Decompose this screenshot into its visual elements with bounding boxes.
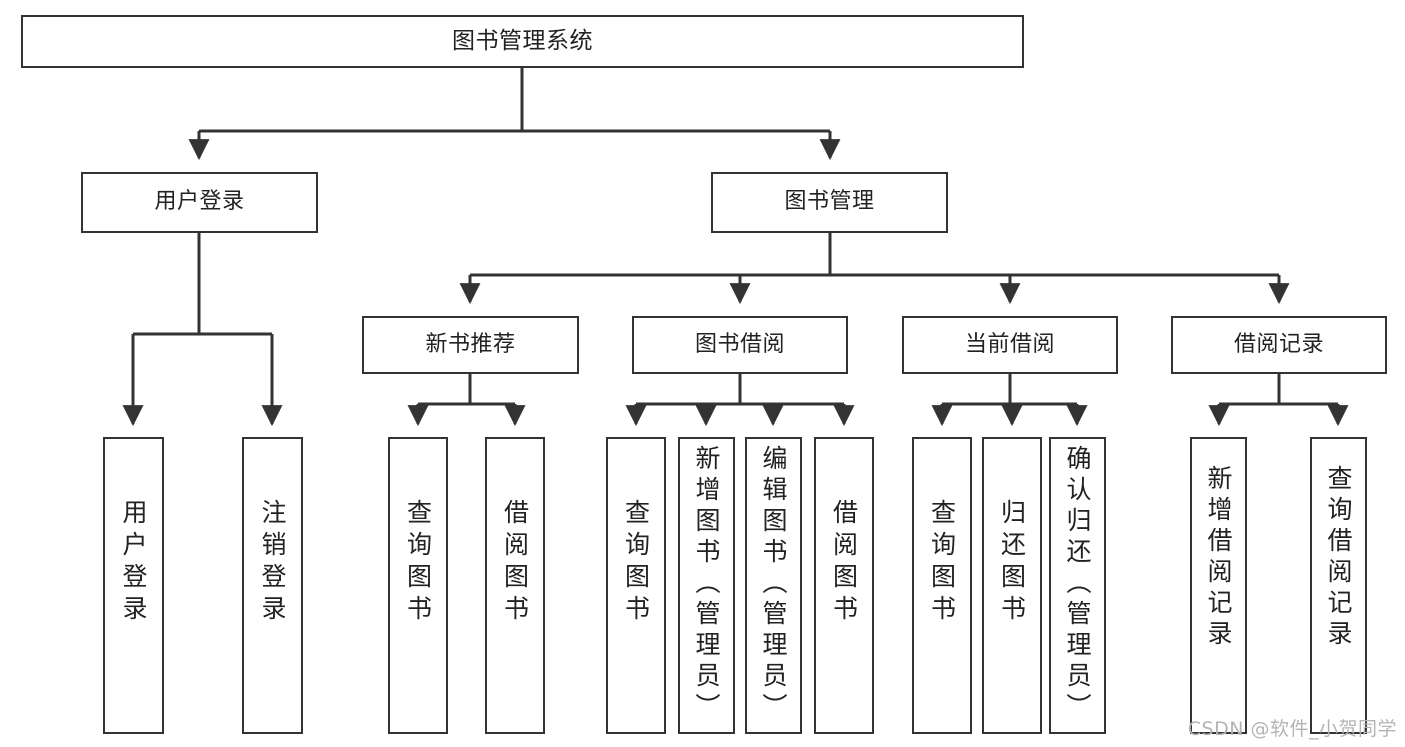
node-label: 查询图书 (403, 499, 433, 627)
node-leaf-borrow-book[interactable]: 借阅图书 (814, 437, 874, 734)
node-label: 查询图书 (927, 499, 957, 627)
node-leaf-add-borrow-record[interactable]: 新增借阅记录 (1190, 437, 1247, 734)
node-label: 图书管理 (784, 189, 875, 215)
node-leaf-edit-book[interactable]: 编辑图书（管理员） (745, 437, 802, 734)
node-label: 用户登录 (119, 499, 148, 627)
node-label: 借阅图书 (829, 499, 859, 627)
node-label: 新增图书（管理员） (692, 445, 721, 724)
node-leaf-return-book[interactable]: 归还图书 (982, 437, 1042, 734)
node-label: 当前借阅 (964, 331, 1055, 357)
node-label: 用户登录 (154, 189, 245, 215)
node-label: 查询图书 (621, 499, 651, 627)
node-leaf-logout[interactable]: 注销登录 (242, 437, 303, 734)
node-leaf-add-book[interactable]: 新增图书（管理员） (678, 437, 735, 734)
node-label: 注销登录 (258, 499, 287, 627)
node-user-login[interactable]: 用户登录 (81, 172, 318, 233)
node-leaf-query-book-recommend[interactable]: 查询图书 (388, 437, 448, 734)
node-label: 归还图书 (997, 499, 1027, 627)
node-new-book-recommend[interactable]: 新书推荐 (362, 316, 579, 374)
node-label: 新增借阅记录 (1204, 465, 1233, 651)
watermark-text: CSDN @软件_小贺同学 (1187, 718, 1397, 740)
node-label: 借阅图书 (500, 499, 530, 627)
node-label: 确认归还（管理员） (1063, 445, 1092, 724)
node-book-borrow[interactable]: 图书借阅 (632, 316, 848, 374)
node-leaf-query-book[interactable]: 查询图书 (606, 437, 666, 734)
node-borrow-record[interactable]: 借阅记录 (1171, 316, 1387, 374)
node-leaf-query-borrow-record[interactable]: 查询借阅记录 (1310, 437, 1367, 734)
node-label: 图书管理系统 (452, 27, 593, 54)
node-leaf-query-book-current[interactable]: 查询图书 (912, 437, 972, 734)
node-label: 图书借阅 (694, 331, 785, 357)
node-leaf-borrow-book-recommend[interactable]: 借阅图书 (485, 437, 545, 734)
node-leaf-confirm-return[interactable]: 确认归还（管理员） (1049, 437, 1106, 734)
node-book-manage[interactable]: 图书管理 (711, 172, 948, 233)
node-label: 查询借阅记录 (1324, 465, 1353, 651)
node-label: 新书推荐 (425, 331, 516, 357)
node-current-borrow[interactable]: 当前借阅 (902, 316, 1118, 374)
node-leaf-user-login[interactable]: 用户登录 (103, 437, 164, 734)
node-label: 借阅记录 (1233, 331, 1324, 357)
node-root-system[interactable]: 图书管理系统 (21, 15, 1024, 68)
node-label: 编辑图书（管理员） (759, 445, 788, 724)
